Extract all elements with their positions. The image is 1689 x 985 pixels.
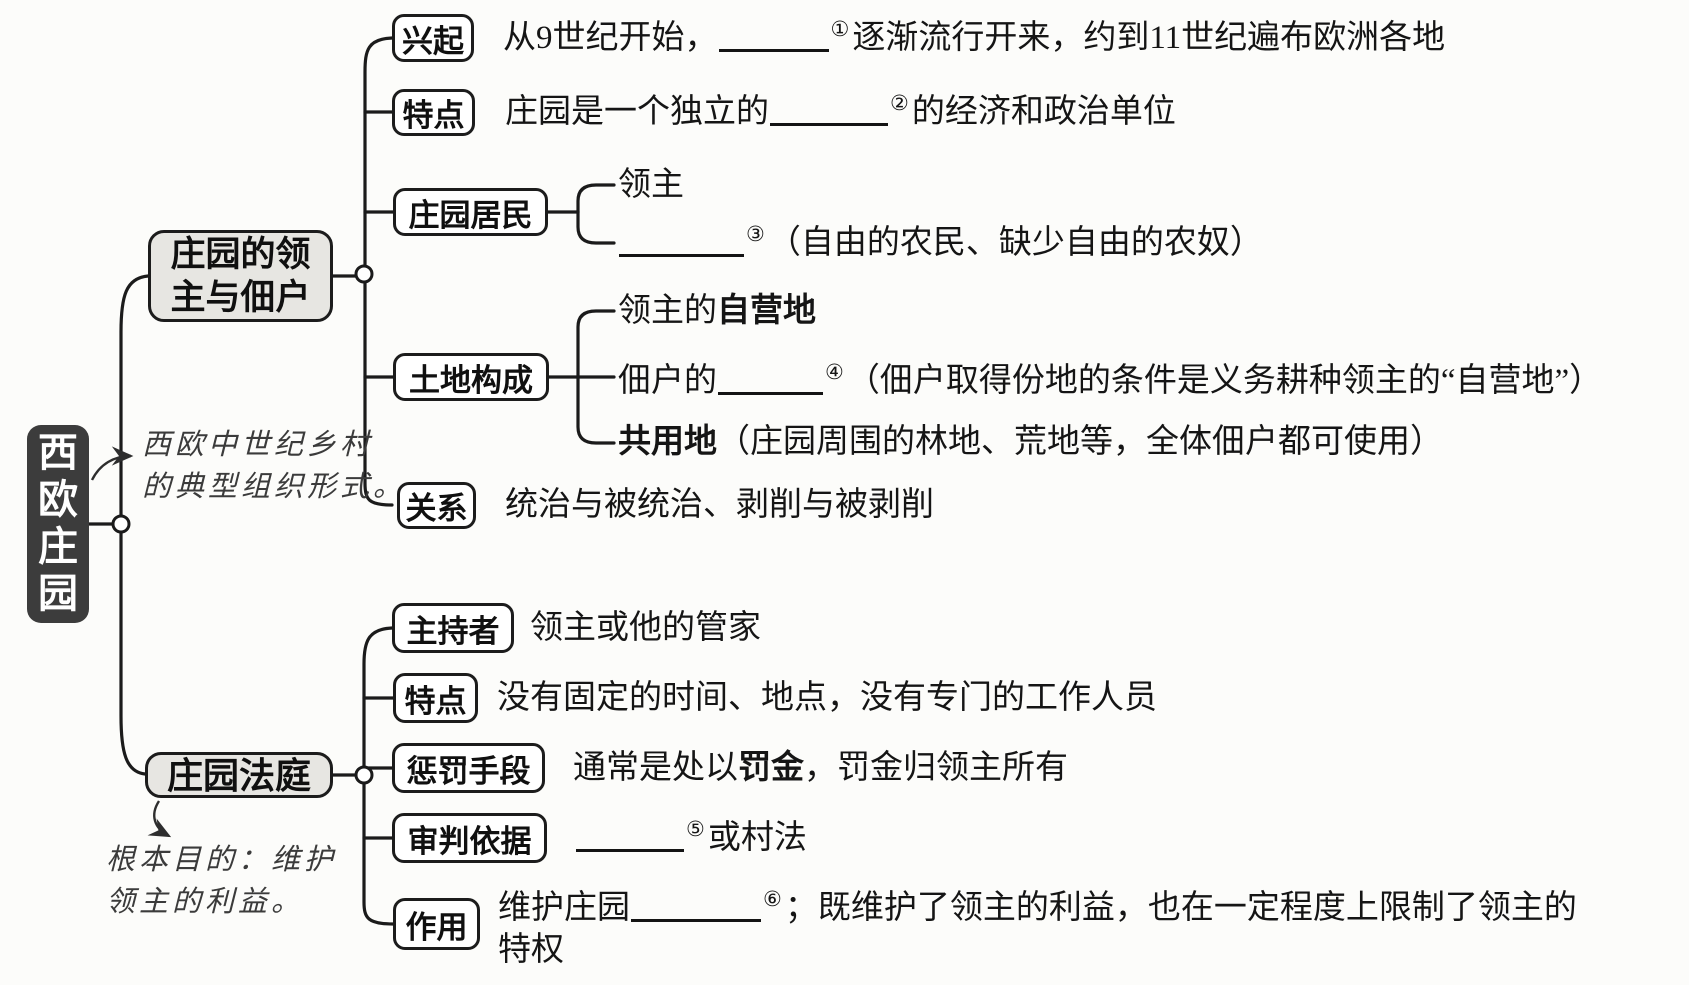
content-feature2: 没有固定的时间、地点，没有专门的工作人员 [497,680,1157,716]
branch-node-lords-and-tenants: 庄园的领 主与佃户 [148,230,333,322]
court-note-line2: 领主的利益。 [106,886,305,918]
label-box-relationship: 关系 [397,482,476,529]
arrow-root-note [90,446,134,481]
label-box-feature2: 特点 [393,673,478,723]
content-function-line2: 特权 [498,932,564,968]
label-box-function: 作用 [393,898,480,950]
label-box-feature1: 特点 [392,89,475,136]
label-box-presider: 主持者 [392,603,514,653]
content-land-common: 共用地（庄园周围的林地、荒地等，全体佃户都可使用） [618,424,1443,460]
fill-in-blank [576,849,684,852]
court-note-line1: 根本目的：维护 [106,844,338,876]
label-box-manor-residents: 庄园居民 [393,188,548,236]
content-punishment: 通常是处以罚金，罚金归领主所有 [573,750,1068,786]
fill-in-blank [718,49,829,52]
label-box-land-composition: 土地构成 [393,353,549,401]
arrow-court-note [147,800,172,838]
circled-number: ② [890,91,909,115]
junction-root [111,514,131,534]
content-relationship: 统治与被统治、剥削与被剥削 [505,487,934,523]
fill-in-blank [770,123,888,126]
fill-in-blank [619,254,744,257]
circled-number: ③ [746,222,765,246]
fill-in-blank [631,919,761,922]
content-rise: 从9世纪开始，①逐渐流行开来，约到11世纪遍布欧洲各地 [503,17,1446,57]
edge-tudi-child1 [576,309,616,379]
circled-number: ⑤ [686,817,705,841]
root-note-line1: 西欧中世纪乡村 [142,429,374,461]
label-box-punishment: 惩罚手段 [392,743,545,793]
label-box-rise: 兴起 [392,14,474,62]
circled-number: ⑥ [763,887,782,911]
root-note-line2: 的典型组织形式。 [142,471,407,503]
edge-jumin-child2 [576,210,616,245]
branch-node-manor-court: 庄园法庭 [145,752,333,798]
branch1-label-line2: 主与佃户 [170,278,311,317]
content-judgment-basis: ⑤或村法 [575,816,807,860]
root-node-west-european-manor: 西欧庄园 [27,425,89,623]
content-presider: 领主或他的管家 [530,610,761,646]
content-land-demesne: 领主的自营地 [618,293,816,329]
label-box-judgment-basis: 审判依据 [392,813,547,863]
content-residents-tenants: ③（自由的农民、缺少自由的农奴） [618,221,1263,265]
edge-jumin-child1 [576,183,616,214]
fill-in-blank [718,392,823,395]
branch2-label: 庄园法庭 [166,754,311,796]
circled-number: ① [830,17,850,41]
circled-number: ④ [825,360,844,384]
junction-branch2 [354,765,374,785]
content-residents-lord: 领主 [618,167,684,203]
junction-branch1 [354,264,374,284]
branch1-label-line1: 庄园的领 [170,235,311,274]
edge-tudi-child3 [576,375,616,445]
